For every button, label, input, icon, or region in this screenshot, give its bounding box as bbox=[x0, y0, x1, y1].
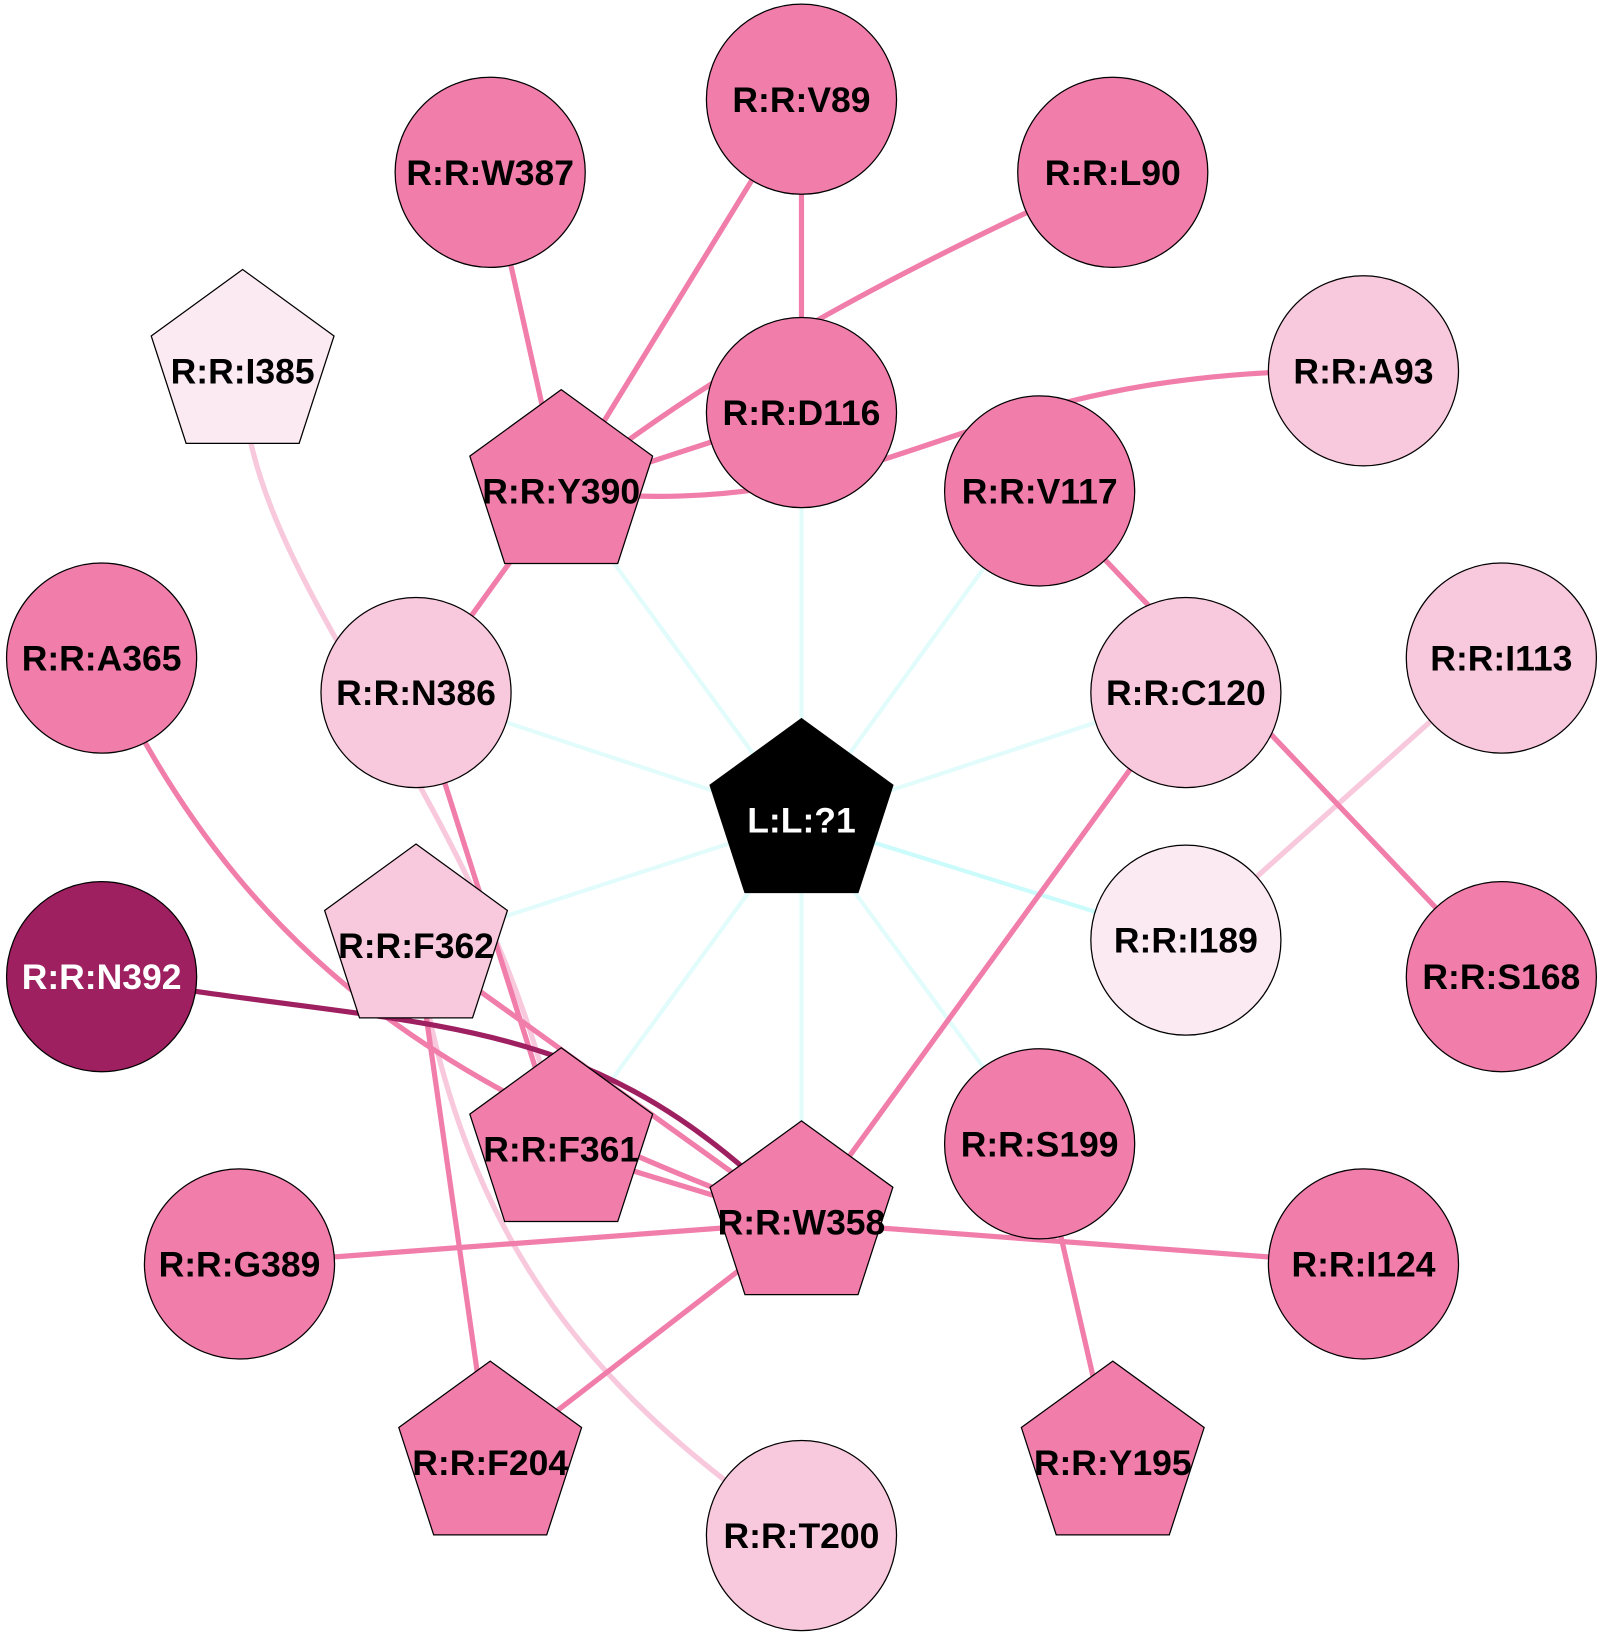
node-y390[interactable]: R:R:Y390 bbox=[469, 388, 654, 565]
node-w387[interactable]: R:R:W387 bbox=[394, 76, 586, 269]
circle-node-shape bbox=[705, 1439, 898, 1632]
circle-node-shape bbox=[1017, 76, 1209, 269]
node-label: R:R:V117 bbox=[962, 471, 1118, 511]
node-label: R:R:W358 bbox=[718, 1203, 886, 1243]
node-f362[interactable]: R:R:F362 bbox=[323, 843, 509, 1019]
node-label: R:R:W387 bbox=[406, 153, 574, 193]
node-t200[interactable]: R:R:T200 bbox=[705, 1439, 898, 1632]
circle-node-shape bbox=[1267, 1168, 1460, 1360]
node-n392[interactable]: R:R:N392 bbox=[5, 881, 198, 1073]
node-s168[interactable]: R:R:S168 bbox=[1405, 881, 1598, 1073]
circle-node-shape bbox=[143, 1168, 336, 1360]
node-label: R:R:F362 bbox=[338, 926, 494, 966]
node-label: R:R:F204 bbox=[412, 1443, 568, 1483]
pentagon-node-shape bbox=[323, 843, 509, 1019]
node-label: R:R:G389 bbox=[159, 1244, 321, 1284]
node-label: R:R:I124 bbox=[1291, 1244, 1435, 1284]
circle-node-shape bbox=[1405, 562, 1598, 754]
pentagon-node-shape bbox=[1020, 1360, 1205, 1536]
node-label: R:R:D116 bbox=[723, 393, 881, 433]
node-a93[interactable]: R:R:A93 bbox=[1267, 275, 1460, 467]
node-v117[interactable]: R:R:V117 bbox=[943, 395, 1136, 587]
node-a365[interactable]: R:R:A365 bbox=[5, 562, 198, 754]
circle-node-shape bbox=[705, 3, 898, 195]
node-l90[interactable]: R:R:L90 bbox=[1017, 76, 1209, 269]
circle-node-shape bbox=[943, 1048, 1136, 1240]
node-l1[interactable]: L:L:?1 bbox=[709, 717, 894, 894]
node-label: R:R:T200 bbox=[724, 1516, 880, 1556]
node-v89[interactable]: R:R:V89 bbox=[705, 3, 898, 195]
node-label: R:R:V89 bbox=[732, 80, 870, 120]
circle-node-shape bbox=[1090, 596, 1282, 789]
node-w358[interactable]: R:R:W358 bbox=[709, 1120, 894, 1296]
pentagon-node-shape bbox=[150, 268, 335, 444]
node-label: R:R:I189 bbox=[1114, 921, 1258, 961]
pentagon-node-shape bbox=[709, 717, 894, 894]
circle-node-shape bbox=[705, 316, 898, 509]
circle-node-shape bbox=[320, 596, 512, 789]
node-label: R:R:Y195 bbox=[1034, 1443, 1192, 1483]
edge-y390-a93 bbox=[560, 368, 1364, 499]
edge-w358-c120 bbox=[799, 691, 1188, 1224]
node-d116[interactable]: R:R:D116 bbox=[705, 316, 898, 509]
node-label: R:R:S168 bbox=[1422, 957, 1580, 997]
node-label: R:R:S199 bbox=[961, 1124, 1119, 1164]
circle-node-shape bbox=[5, 881, 198, 1073]
node-label: R:R:A93 bbox=[1293, 351, 1433, 391]
node-s199[interactable]: R:R:S199 bbox=[943, 1048, 1136, 1240]
circle-node-shape bbox=[394, 76, 586, 269]
node-label: R:R:Y390 bbox=[482, 471, 640, 511]
circle-node-shape bbox=[5, 562, 198, 754]
pentagon-node-shape bbox=[469, 1046, 654, 1223]
node-c120[interactable]: R:R:C120 bbox=[1090, 596, 1282, 789]
node-label: R:R:A365 bbox=[22, 639, 182, 679]
node-label: R:R:N392 bbox=[22, 957, 182, 997]
node-i124[interactable]: R:R:I124 bbox=[1267, 1168, 1460, 1360]
circle-node-shape bbox=[1267, 275, 1460, 467]
node-label: R:R:I113 bbox=[1430, 639, 1572, 679]
node-label: R:R:N386 bbox=[336, 673, 496, 713]
node-i385[interactable]: R:R:I385 bbox=[150, 268, 335, 444]
pentagon-node-shape bbox=[398, 1360, 583, 1536]
circle-node-shape bbox=[1405, 881, 1598, 1073]
node-label: R:R:C120 bbox=[1106, 673, 1266, 713]
node-label: L:L:?1 bbox=[747, 801, 855, 841]
edge-n392-w358 bbox=[101, 974, 804, 1224]
edge-a365-w358 bbox=[99, 656, 803, 1225]
node-y195[interactable]: R:R:Y195 bbox=[1020, 1360, 1205, 1536]
node-label: R:R:F361 bbox=[483, 1130, 639, 1170]
node-g389[interactable]: R:R:G389 bbox=[143, 1168, 336, 1360]
node-f204[interactable]: R:R:F204 bbox=[398, 1360, 583, 1536]
circle-node-shape bbox=[943, 395, 1136, 587]
pentagon-node-shape bbox=[709, 1120, 894, 1296]
node-label: R:R:L90 bbox=[1045, 153, 1181, 193]
circle-node-shape bbox=[1090, 844, 1282, 1036]
node-n386[interactable]: R:R:N386 bbox=[320, 596, 512, 789]
pentagon-node-shape bbox=[469, 388, 654, 565]
node-f361[interactable]: R:R:F361 bbox=[469, 1046, 654, 1223]
node-i189[interactable]: R:R:I189 bbox=[1090, 844, 1282, 1036]
edge-f362-t200 bbox=[413, 944, 803, 1538]
node-i113[interactable]: R:R:I113 bbox=[1405, 562, 1598, 754]
node-label: R:R:I385 bbox=[171, 351, 315, 391]
